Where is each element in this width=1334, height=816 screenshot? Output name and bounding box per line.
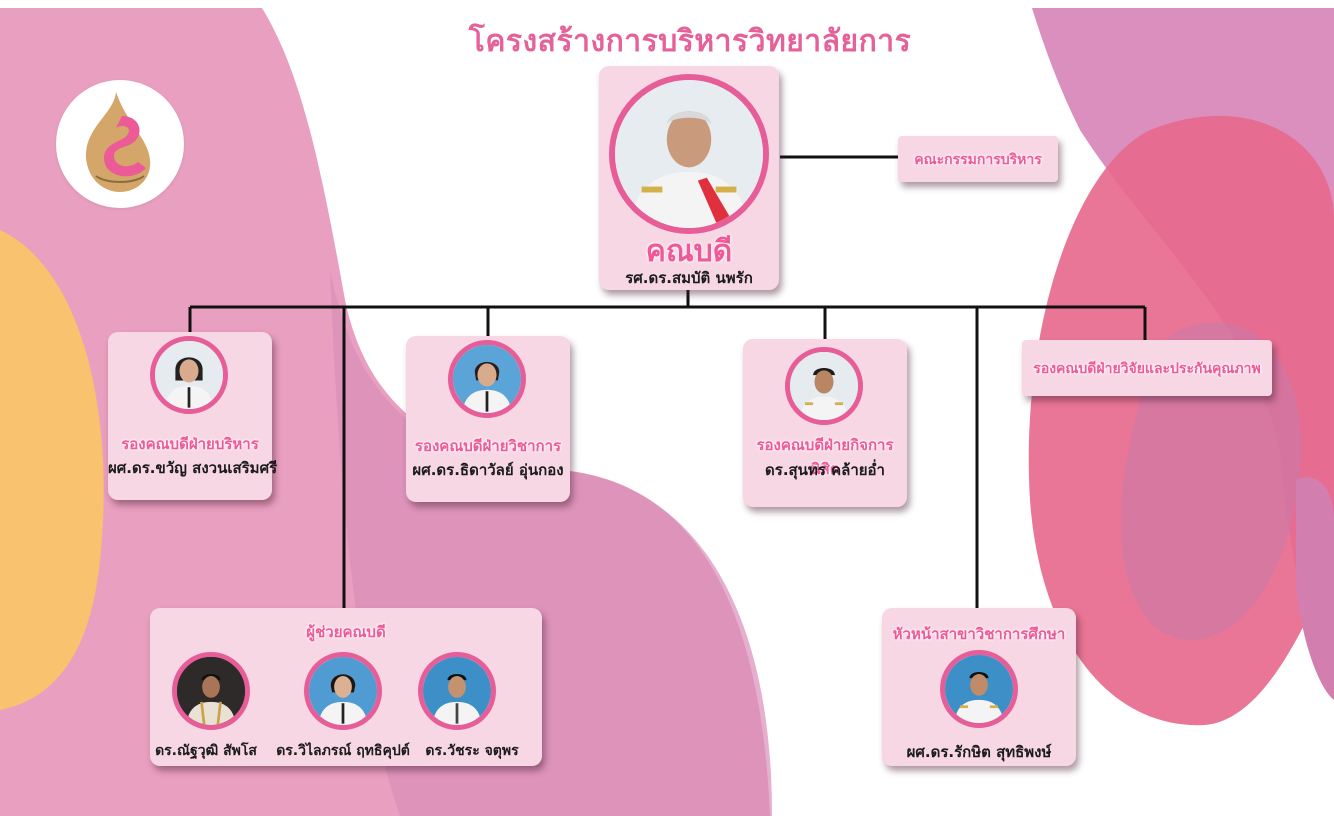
vice-dean-academic-photo (448, 340, 526, 418)
vice-dean-research-box: รองคณบดีฝ่ายวิจัยและประกันคุณภาพ (1022, 340, 1272, 396)
portrait-icon (177, 657, 245, 725)
vice-dean-research-role: รองคณบดีฝ่ายวิจัยและประกันคุณภาพ (1033, 361, 1261, 377)
assistant-2-photo (304, 652, 382, 730)
dept-head-card: หัวหน้าสาขาวิชาการศึกษา ผศ.ดร.รักษิต สุท… (882, 608, 1076, 766)
assistant-1-photo (172, 652, 250, 730)
assistant-deans-role: ผู้ช่วยคณบดี (306, 623, 386, 641)
vice-dean-student-role: รองคณบดีฝ่ายกิจการนิสิต (756, 436, 894, 478)
dept-head-role: หัวหน้าสาขาวิชาการศึกษา (892, 625, 1066, 643)
board-label: คณะกรรมการบริหาร (914, 152, 1042, 168)
vice-dean-academic-name: ผศ.ดร.ธิดาวัลย์ อุ่นกอง (412, 461, 564, 479)
vice-dean-admin-role: รองคณบดีฝ่ายบริหาร (121, 435, 259, 453)
dean-name: รศ.ดร.สมบัติ นพรัก (625, 269, 753, 287)
portrait-icon (945, 655, 1013, 723)
portrait-icon (453, 345, 521, 413)
assistant-3-photo (418, 652, 496, 730)
vice-dean-admin-card: รองคณบดีฝ่ายบริหาร ผศ.ดร.ขวัญ สงวนเสริมศ… (108, 332, 278, 500)
vice-dean-academic-card: รองคณบดีฝ่ายวิชาการ ผศ.ดร.ธิดาวัลย์ อุ่น… (406, 336, 570, 502)
assistant-3-name: ดร.วัชระ จตุพร (425, 743, 519, 759)
assistant-1-name: ดร.ณัฐวุฒิ สัพโส (155, 743, 257, 759)
assistant-2-name: ดร.วิไลภรณ์ ฤทธิคุปต์ (276, 743, 410, 759)
college-logo (56, 80, 184, 208)
portrait-icon (309, 657, 377, 725)
dean-photo (609, 74, 769, 234)
vice-dean-student-name: ดร.สุนทร คล้ายอ่ำ (765, 461, 885, 479)
portrait-icon (155, 341, 223, 409)
vice-dean-admin-name: ผศ.ดร.ขวัญ สงวนเสริมศรี (108, 459, 278, 477)
portrait-icon (423, 657, 491, 725)
vice-dean-student-photo (785, 347, 863, 425)
vice-dean-academic-role: รองคณบดีฝ่ายวิชาการ (414, 437, 562, 455)
dept-head-name: ผศ.ดร.รักษิต สุทธิพงษ์ (906, 743, 1052, 761)
assistant-deans-card: ผู้ช่วยคณบดี (150, 608, 542, 766)
dean-role: คณบดี (645, 234, 733, 269)
dean-card: คณบดี รศ.ดร.สมบัติ นพรัก (599, 66, 779, 290)
vice-dean-student-card: รองคณบดีฝ่ายกิจการนิสิต ดร.สุนทร คล้ายอ่… (743, 339, 907, 507)
college-logo-icon (85, 92, 151, 192)
portrait-icon (790, 352, 858, 420)
vice-dean-admin-photo (150, 336, 228, 414)
board-box: คณะกรรมการบริหาร (898, 136, 1058, 182)
dept-head-photo (940, 650, 1018, 728)
dean-portrait-icon (615, 80, 763, 228)
